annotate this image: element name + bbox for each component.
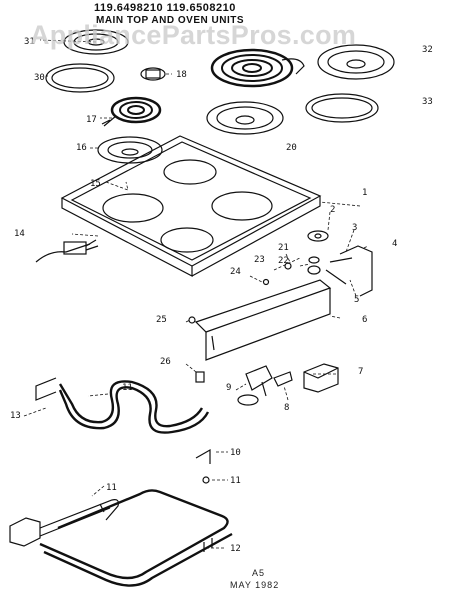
main-top-1 [60,135,322,277]
drip-pan-32 [317,44,395,80]
watermark: AppliancePartsPros.com [30,20,357,50]
screw-26 [195,371,205,383]
callout-18: 18 [176,70,187,80]
callout-16: 16 [76,143,87,153]
callout-11-c: 11 [106,483,117,493]
callout-30: 30 [34,73,45,83]
surface-element-17 [101,96,162,127]
bake-element-13 [35,377,210,434]
surface-element-large [210,48,305,88]
callout-11-a: 11 [122,383,133,393]
callout-4: 4 [392,239,397,249]
callout-2: 2 [330,205,335,215]
callout-20: 20 [286,143,297,153]
callout-26: 26 [160,357,171,367]
callout-11-b: 11 [230,476,241,486]
drip-pan-20 [206,101,284,135]
wiring-harness-14 [35,239,99,263]
screws-23-24 [262,262,292,286]
callout-24: 24 [230,267,241,277]
callout-15: 15 [90,179,101,189]
trim-ring-30 [45,63,115,93]
callout-12: 12 [230,544,241,554]
callout-13: 13 [10,411,21,421]
callout-6: 6 [362,315,367,325]
callout-31: 31 [24,37,35,47]
callout-32: 32 [422,45,433,55]
callout-3: 3 [352,223,357,233]
callout-14: 14 [14,229,25,239]
callout-22: 22 [278,256,289,266]
terminal-block-18 [140,67,166,81]
clip-10 [195,448,211,464]
clip-8 [273,371,293,387]
callout-23: 23 [254,255,265,265]
screw-25 [188,316,196,324]
callout-5: 5 [354,295,359,305]
diagram-subtitle: MAIN TOP AND OVEN UNITS [96,15,244,26]
drip-pan-16 [97,136,163,164]
infinite-switch-9 [237,365,273,406]
callout-labels: 31 30 18 17 16 15 32 33 20 1 2 3 4 21 22… [10,37,433,554]
callout-25: 25 [156,315,167,325]
footer-date: MAY 1982 [230,580,280,590]
trim-ring-33 [305,93,379,123]
broil-element-12 [9,489,233,587]
callout-8: 8 [284,403,289,413]
callout-17: 17 [86,115,97,125]
model-numbers: 119.6498210 119.6508210 [94,2,236,14]
callout-33: 33 [422,97,433,107]
callout-1: 1 [362,188,367,198]
footer-code: A5 [252,568,266,578]
callout-9: 9 [226,383,231,393]
callout-7: 7 [358,367,363,377]
drip-pan-31 [63,29,129,55]
callout-21: 21 [278,243,289,253]
switch-parts [307,230,373,297]
screw-11-lower [202,476,210,484]
leader-lines [23,39,369,549]
switch-7 [303,363,339,393]
callout-10: 10 [230,448,241,458]
bracket-6 [194,279,332,361]
